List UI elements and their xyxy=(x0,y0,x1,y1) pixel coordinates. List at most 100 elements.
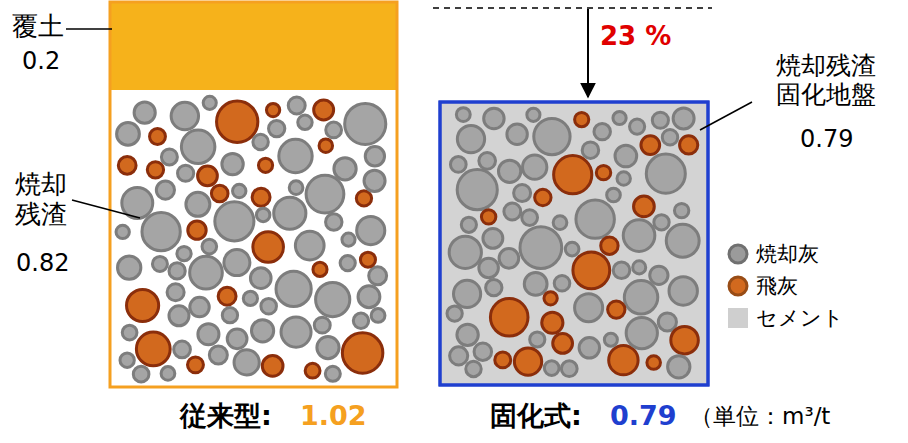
reduction-arrow xyxy=(587,9,589,97)
particle xyxy=(669,277,697,305)
legend-swatch-frame xyxy=(726,242,750,266)
particle xyxy=(133,366,149,382)
particle xyxy=(147,162,163,178)
particle xyxy=(209,346,227,364)
particle xyxy=(305,363,320,378)
particle xyxy=(527,108,540,121)
particle xyxy=(654,215,669,230)
particle xyxy=(553,216,567,230)
particle xyxy=(596,165,610,179)
particle xyxy=(499,248,519,268)
particle xyxy=(276,271,311,306)
particle xyxy=(666,224,699,257)
particle xyxy=(243,291,257,305)
unit-note: （単位：m³/t xyxy=(690,403,830,429)
particle xyxy=(369,267,387,285)
part-label: 焼却 残渣 xyxy=(10,170,72,230)
particle xyxy=(116,225,129,238)
particle xyxy=(479,258,499,278)
particle xyxy=(253,134,268,149)
particle xyxy=(481,210,495,224)
particle xyxy=(250,268,271,289)
particle xyxy=(174,341,191,358)
particle xyxy=(607,188,621,202)
particle xyxy=(561,361,577,377)
particle xyxy=(535,189,551,205)
particle xyxy=(450,157,466,173)
particle xyxy=(604,333,617,346)
particle xyxy=(358,286,380,308)
particle xyxy=(450,347,468,365)
conventional-landfill-box xyxy=(110,2,397,387)
particle xyxy=(647,356,661,370)
leader-line xyxy=(72,200,140,218)
legend-entry: 飛灰 xyxy=(726,272,798,300)
leader-line xyxy=(700,102,752,130)
particle xyxy=(626,317,657,348)
total-value: 1.02 xyxy=(300,400,367,431)
particle xyxy=(613,111,626,124)
particle xyxy=(187,357,203,373)
particle xyxy=(544,361,559,376)
particle xyxy=(198,166,218,186)
particle xyxy=(118,256,141,279)
particle xyxy=(178,165,194,181)
particle xyxy=(461,217,476,232)
particles xyxy=(116,96,699,382)
particle xyxy=(188,221,206,239)
particle xyxy=(222,153,243,174)
method-name: 固化式: xyxy=(490,400,582,431)
legend-swatch xyxy=(729,277,747,295)
particle xyxy=(253,232,284,263)
particle xyxy=(507,124,527,144)
particle xyxy=(680,136,698,154)
particle xyxy=(167,284,184,301)
particle xyxy=(211,185,228,202)
particle xyxy=(613,262,630,279)
particle xyxy=(365,147,384,166)
particle xyxy=(325,366,340,381)
legend-swatch-frame xyxy=(726,274,750,298)
particle xyxy=(594,123,610,139)
particle xyxy=(453,280,480,307)
particle xyxy=(457,324,478,345)
legend-label: 飛灰 xyxy=(756,272,798,300)
particle xyxy=(326,122,342,138)
particle xyxy=(234,350,259,375)
particle xyxy=(340,255,355,270)
particle xyxy=(360,252,375,267)
solidified-ground-border xyxy=(440,102,708,385)
volume-value: 0.82 xyxy=(16,250,69,278)
particle xyxy=(306,175,344,213)
particle xyxy=(122,325,137,340)
particle xyxy=(217,101,258,142)
particle xyxy=(575,294,603,322)
method-name: 従来型: xyxy=(180,400,272,431)
particle xyxy=(371,309,385,323)
particle xyxy=(118,157,136,175)
particle xyxy=(498,160,520,182)
particle xyxy=(364,170,385,191)
particle xyxy=(317,336,339,358)
particle xyxy=(554,275,570,291)
particle xyxy=(222,308,237,323)
particle xyxy=(524,273,547,296)
particle xyxy=(218,287,236,305)
particle xyxy=(490,298,528,336)
particle xyxy=(553,333,573,353)
particle xyxy=(673,108,694,129)
particle xyxy=(342,233,355,246)
particle xyxy=(279,139,312,172)
particle xyxy=(617,172,630,185)
particle xyxy=(274,197,306,229)
legend-swatch xyxy=(729,245,747,263)
particle xyxy=(582,142,599,159)
particle xyxy=(262,356,283,377)
particle xyxy=(608,301,625,318)
particle xyxy=(456,108,470,122)
legend-label: セメント xyxy=(756,304,844,332)
particle xyxy=(658,313,676,331)
cover-soil-band xyxy=(110,2,397,90)
particle xyxy=(353,313,368,328)
